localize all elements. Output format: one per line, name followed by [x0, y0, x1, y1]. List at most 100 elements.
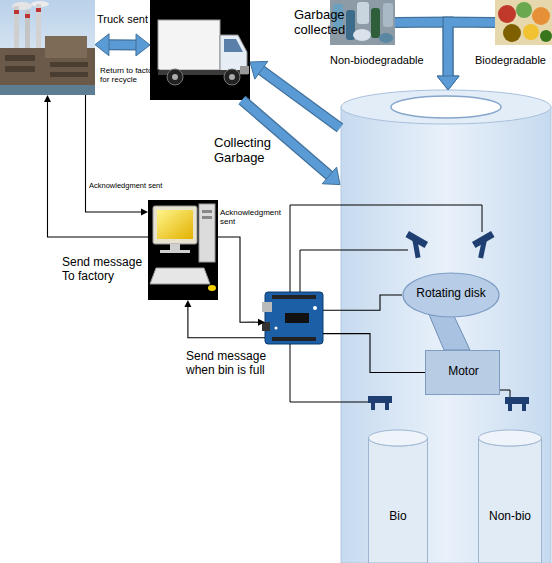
non-biodegradable-waste-photo: [357, 2, 369, 24]
node-outline: [368, 430, 428, 563]
factory-illustration: [14, 6, 19, 58]
computer-illustration: [148, 200, 218, 300]
node-outline: [479, 430, 542, 446]
connector-line: [218, 237, 265, 326]
computer-node: [148, 200, 218, 300]
factory-illustration: [5, 55, 35, 61]
non-biodegradable-waste-photo: [371, 8, 380, 38]
block-arrow: [437, 76, 459, 90]
factory-illustration: [0, 0, 95, 95]
block-arrow: [322, 167, 340, 184]
edge-label: Acknowledgment sent: [89, 182, 162, 191]
truck-illustration: [224, 39, 243, 52]
biodegradable-waste-photo: [540, 30, 552, 42]
edge-label: Truck sent: [97, 13, 148, 26]
factory-illustration: [12, 2, 32, 10]
block-arrow: [95, 34, 150, 56]
truck-illustration: [224, 69, 240, 85]
computer-illustration: [208, 285, 216, 291]
node-outline: [341, 90, 551, 124]
connector-line: [184, 300, 265, 338]
computer-illustration: [150, 268, 210, 284]
factory-illustration: [0, 48, 95, 86]
computer-illustration: [148, 200, 218, 300]
connector-line: [218, 237, 259, 322]
factory-illustration: [14, 10, 19, 14]
truck-illustration: [150, 0, 250, 100]
factory-illustration: [0, 85, 95, 95]
block-arrow: [95, 34, 109, 56]
factory-illustration: [36, 4, 41, 58]
block-arrow: [448, 22, 495, 77]
factory-node: [0, 0, 95, 95]
factory-illustration: [45, 36, 87, 58]
non-biodegradable-waste-photo: [383, 3, 393, 27]
block-arrow: [108, 39, 137, 50]
edge-label: Collecting Garbage: [214, 136, 284, 166]
node-label: Bio: [368, 510, 428, 524]
rotating-disk: Rotating disk: [402, 272, 500, 318]
nonbio-bin: Non-bio: [478, 430, 542, 563]
non-biodegradable-waste-photo: [379, 33, 393, 43]
arduino-board-illustration: [272, 295, 316, 299]
arduino-board-illustration: [265, 292, 323, 344]
factory-illustration: [31, 1, 49, 7]
computer-illustration: [157, 210, 193, 239]
edge-label: Send message when bin is full: [186, 350, 282, 378]
block-arrow: [260, 70, 340, 128]
node-label: Motor: [426, 365, 501, 379]
biodegradable-waste-photo: [532, 7, 550, 25]
factory-illustration: [36, 8, 41, 12]
node-outline: [369, 430, 428, 446]
truck-illustration: [150, 0, 250, 100]
node-label: Rotating disk: [402, 287, 500, 301]
smart-bin: Rotating diskMotorBio Non-bio: [340, 90, 552, 563]
factory-illustration: [0, 0, 95, 95]
factory-illustration: [25, 14, 30, 18]
node-outline: [478, 430, 542, 563]
connector-line: [86, 95, 149, 216]
block-arrow: [108, 40, 137, 49]
block-arrow: [437, 76, 459, 90]
arduino-board-illustration: [262, 302, 272, 312]
connector-line: [184, 300, 191, 307]
arduino-board-illustration: [262, 322, 270, 331]
computer-illustration: [202, 216, 212, 219]
truck-illustration: [158, 20, 220, 70]
arduino-board-illustration: [285, 313, 309, 323]
connector-line: [258, 319, 265, 326]
edge-label: Garbage collected: [294, 8, 350, 38]
computer-illustration: [153, 206, 197, 244]
node-outline: [479, 438, 542, 563]
node-outline: [341, 107, 551, 563]
motor-box: Motor: [425, 350, 500, 395]
non-biodegradable-waste-photo: [346, 10, 355, 40]
arduino-board-illustration: [262, 292, 323, 344]
computer-illustration: [170, 244, 180, 250]
computer-illustration: [199, 204, 215, 262]
biodegradable-waste-photo: [495, 0, 552, 45]
arduino-board-illustration: [313, 306, 317, 310]
arduino-board-illustration: [272, 337, 316, 341]
truck-illustration: [229, 74, 235, 80]
connector-line: [48, 101, 149, 237]
connector-line: [44, 95, 51, 102]
node-label: Non-biodegradable: [330, 54, 424, 67]
truck-illustration: [220, 35, 247, 72]
node-label: Biodegradable: [475, 54, 546, 67]
arduino-board-illustration: [275, 327, 278, 330]
connector-line: [188, 306, 265, 338]
biodegradable-waste-photo: [495, 0, 552, 45]
edge-label: Send message To factory: [62, 256, 148, 284]
block-arrow: [395, 22, 448, 77]
biodegradable-waste-photo: [523, 24, 539, 40]
block-arrow: [448, 22, 495, 77]
node-label: Non-bio: [478, 510, 542, 524]
connector-line: [86, 95, 143, 212]
computer-illustration: [160, 250, 190, 253]
block-arrow: [250, 61, 340, 127]
block-arrow: [395, 22, 448, 77]
block-arrow: [136, 34, 150, 56]
biodegradable-waste-photo: [503, 24, 521, 42]
